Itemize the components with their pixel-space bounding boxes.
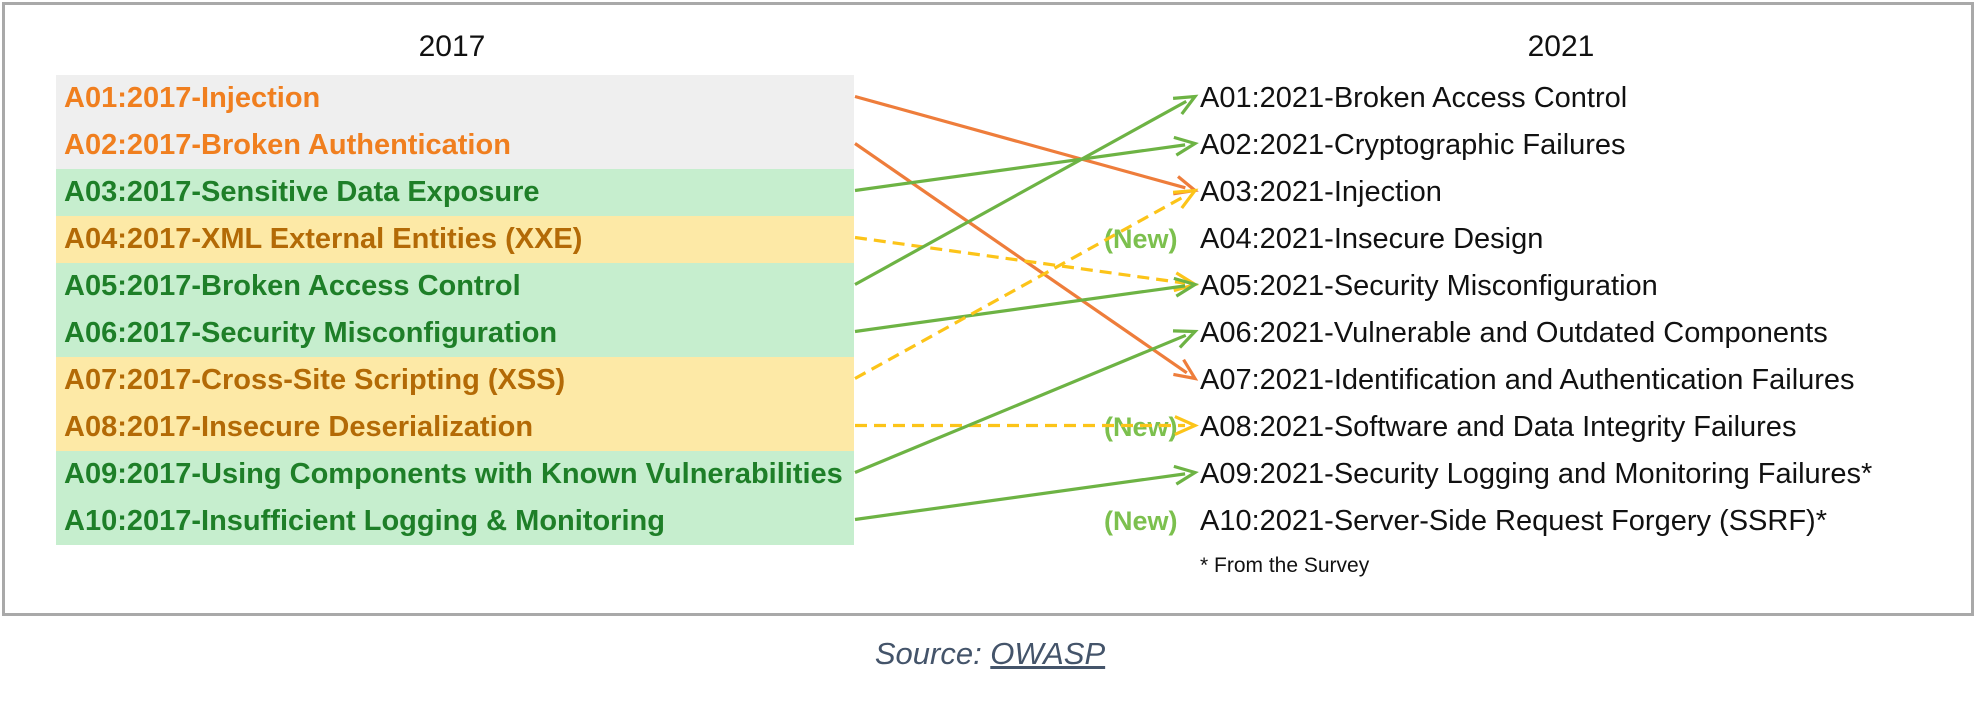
source-prefix: Source: (874, 636, 991, 671)
arrow-6-to-5 (854, 276, 1199, 334)
right-item-10: A10:2021-Server-Side Request Forgery (SS… (1200, 505, 1827, 537)
header-2017: 2017 (418, 30, 486, 63)
left-item-1: A01:2017-Injection (56, 75, 854, 122)
left-item-5: A05:2017-Broken Access Control (56, 263, 854, 310)
left-item-4: A04:2017-XML External Entities (XXE) (56, 216, 854, 263)
right-item-2: A02:2021-Cryptographic Failures (1200, 129, 1626, 161)
right-item-8: A08:2021-Software and Data Integrity Fai… (1200, 411, 1797, 443)
new-tag-4: (New) (1104, 224, 1178, 254)
left-item-9: A09:2017-Using Components with Known Vul… (56, 451, 854, 498)
right-item-1: A01:2021-Broken Access Control (1200, 82, 1628, 114)
left-item-2: A02:2017-Broken Authentication (56, 122, 854, 169)
new-tag-10: (New) (1104, 506, 1178, 536)
arrow-5-to-1 (854, 94, 1199, 286)
left-item-3: A03:2017-Sensitive Data Exposure (56, 169, 854, 216)
right-item-7: A07:2021-Identification and Authenticati… (1200, 364, 1855, 396)
right-item-9: A09:2021-Security Logging and Monitoring… (1200, 458, 1873, 490)
header-2021: 2021 (1527, 30, 1595, 63)
right-item-4: A04:2021-Insecure Design (1200, 223, 1544, 255)
arrow-4-to-5 (854, 235, 1199, 293)
footnote: * From the Survey (1200, 554, 1370, 577)
arrow-3-to-2 (854, 135, 1199, 193)
left-item-7: A07:2017-Cross-Site Scripting (XSS) (56, 357, 854, 404)
left-item-6: A06:2017-Security Misconfiguration (56, 310, 854, 357)
arrow-10-to-9 (854, 464, 1199, 522)
arrow-9-to-6 (854, 329, 1199, 474)
left-item-10: A10:2017-Insufficient Logging & Monitori… (56, 498, 854, 545)
arrow-8-to-8 (855, 415, 1199, 436)
source-link[interactable]: OWASP (990, 636, 1106, 671)
right-item-3: A03:2021-Injection (1200, 176, 1442, 208)
arrow-7-to-3 (854, 188, 1199, 380)
right-item-6: A06:2021-Vulnerable and Outdated Compone… (1200, 317, 1828, 349)
left-item-8: A08:2017-Insecure Deserialization (56, 404, 854, 451)
right-item-5: A05:2021-Security Misconfiguration (1200, 270, 1658, 302)
source-caption: Source: OWASP (0, 636, 1980, 672)
